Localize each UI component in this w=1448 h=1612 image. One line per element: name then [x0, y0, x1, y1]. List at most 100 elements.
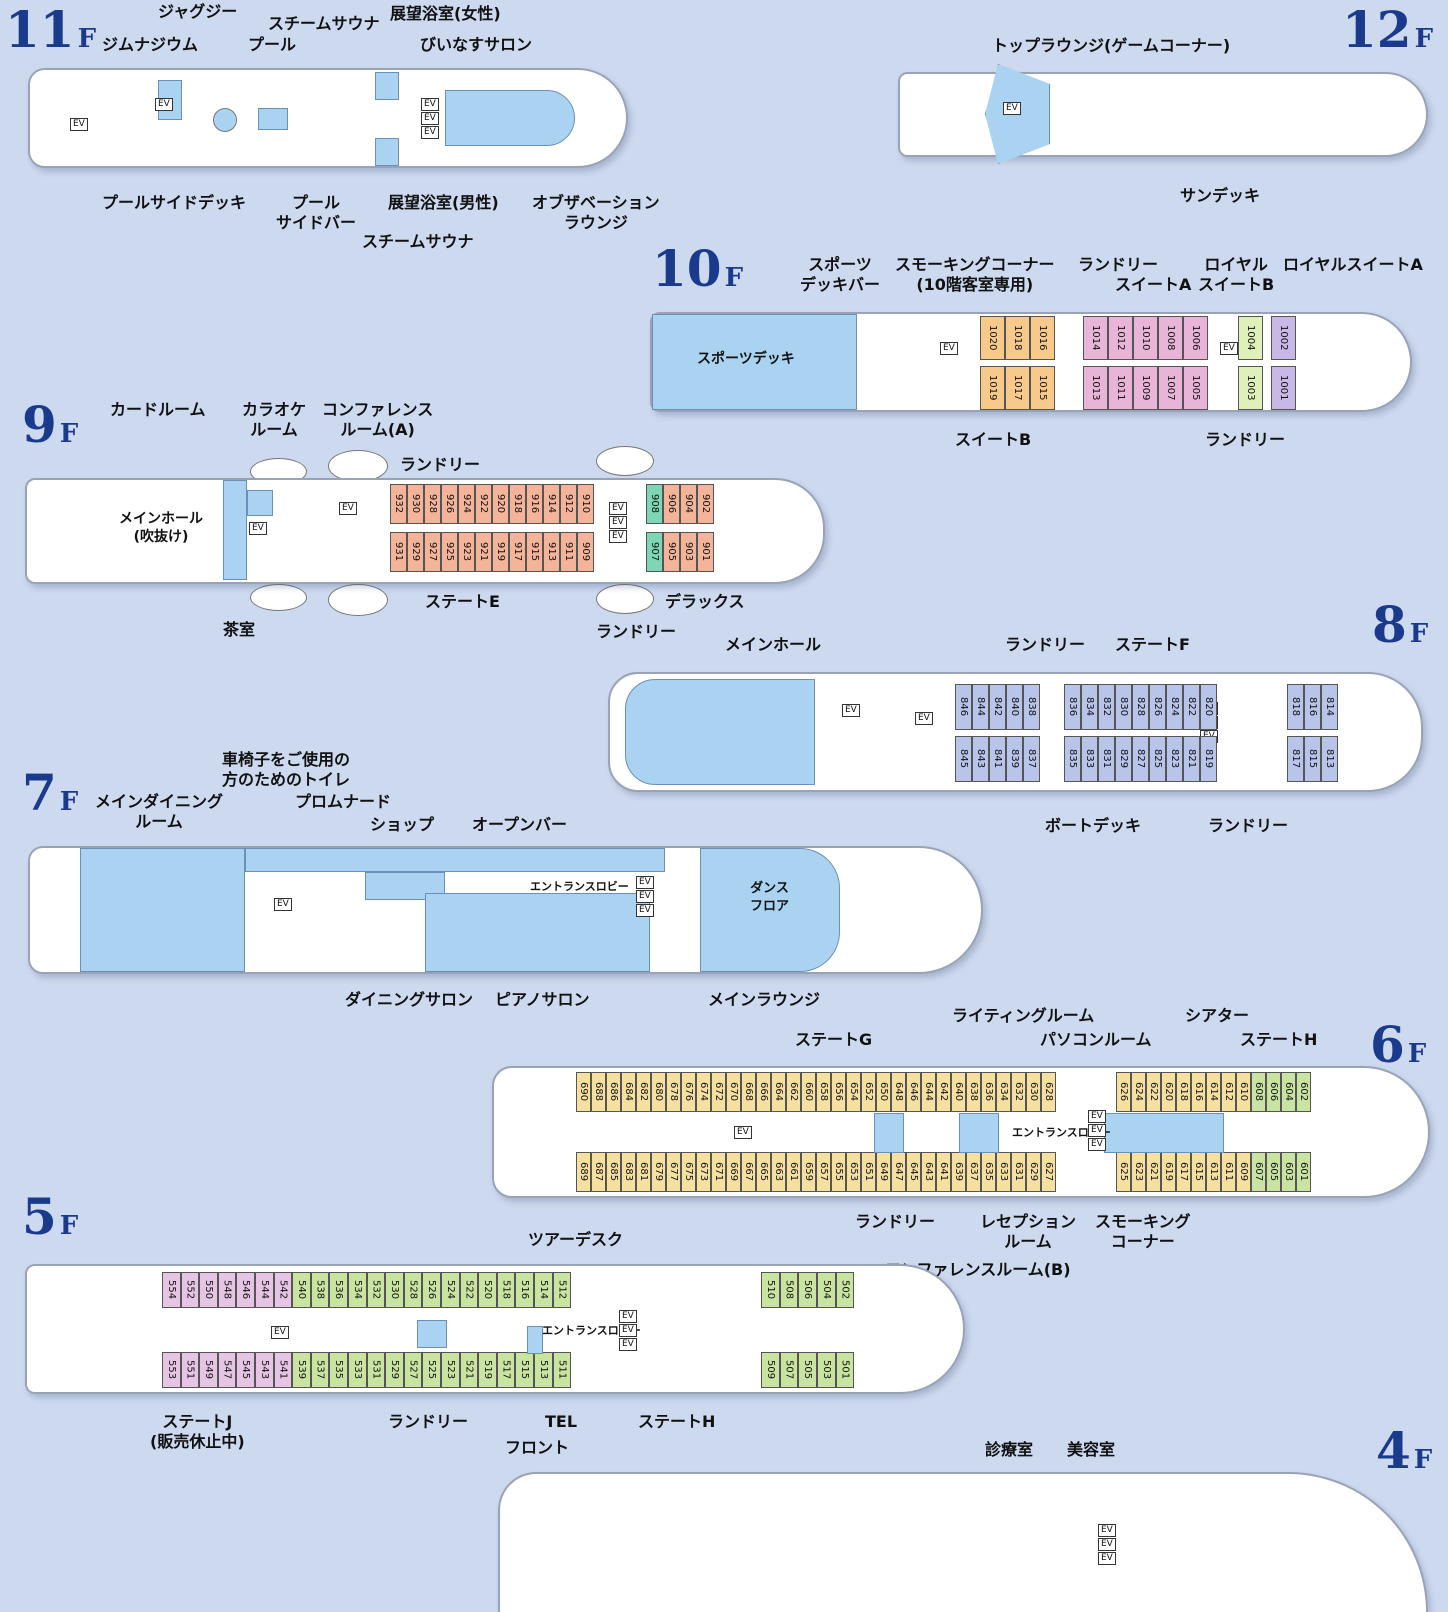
cabin-823: 823	[1166, 736, 1183, 782]
cabin-649: 649	[876, 1152, 891, 1192]
cabin-680: 680	[651, 1072, 666, 1112]
cabin-646: 646	[906, 1072, 921, 1112]
label-laundry-10-top: ランドリー	[1078, 255, 1159, 274]
cabin-510: 510	[761, 1272, 780, 1308]
cabin-553: 553	[162, 1352, 181, 1388]
front-area	[527, 1326, 543, 1354]
cabin-829: 829	[1115, 736, 1132, 782]
laundry-area-5	[417, 1320, 447, 1348]
cabin-921: 921	[475, 532, 492, 572]
label-suite-a: スイートA	[1115, 275, 1192, 294]
main-dining-area	[80, 848, 245, 972]
cabin-642: 642	[936, 1072, 951, 1112]
cabin-620: 620	[1161, 1072, 1176, 1112]
elevator-icon: EV	[619, 1338, 637, 1351]
cabin-688: 688	[591, 1072, 606, 1112]
cabin-685: 685	[606, 1152, 621, 1192]
cabin-637: 637	[966, 1152, 981, 1192]
label-shop: ショップ	[370, 815, 435, 834]
cabin-659: 659	[801, 1152, 816, 1192]
cabin-827: 827	[1132, 736, 1149, 782]
cabin-625: 625	[1116, 1152, 1131, 1192]
elevator-icon: EV	[636, 904, 654, 917]
cabin-929: 929	[407, 532, 424, 572]
elevator-icon: EV	[421, 126, 439, 139]
cabin-615: 615	[1191, 1152, 1206, 1192]
cabin-668: 668	[741, 1072, 756, 1112]
cabin-522: 522	[459, 1272, 479, 1308]
elevator-icon: EV	[70, 118, 88, 131]
cabin-544: 544	[255, 1272, 274, 1308]
cabin-682: 682	[636, 1072, 651, 1112]
cabin-521: 521	[459, 1352, 479, 1388]
cabin-619: 619	[1161, 1152, 1176, 1192]
label-smoking-10: スモーキングコーナー (10階客室専用)	[895, 255, 1055, 294]
tea-room-area	[223, 480, 247, 580]
main-hall-area	[625, 679, 815, 785]
main-hall-text: メインホール (吹抜け)	[119, 511, 203, 545]
cabin-1016: 1016	[1030, 316, 1055, 360]
cabin-653: 653	[846, 1152, 861, 1192]
cabin-838: 838	[1023, 684, 1040, 730]
cabin-512: 512	[552, 1272, 572, 1308]
cabin-543: 543	[255, 1352, 274, 1388]
label-deluxe: デラックス	[665, 592, 745, 611]
cabin-1011: 1011	[1108, 366, 1133, 410]
cabin-538: 538	[310, 1272, 330, 1308]
cabin-658: 658	[816, 1072, 831, 1112]
cabin-1018: 1018	[1005, 316, 1030, 360]
cabin-529: 529	[385, 1352, 404, 1388]
cabin-501: 501	[835, 1352, 855, 1388]
cabin-535: 535	[329, 1352, 348, 1388]
cabin-1009: 1009	[1133, 366, 1158, 410]
cabin-539: 539	[292, 1352, 311, 1388]
elevator-icon: EV	[421, 98, 439, 111]
cabin-628: 628	[1041, 1072, 1056, 1112]
cabin-551: 551	[180, 1352, 200, 1388]
conference-b-area	[959, 1113, 999, 1153]
cabin-833: 833	[1081, 736, 1098, 782]
salon-area	[445, 90, 575, 146]
cabin-612: 612	[1221, 1072, 1236, 1112]
cabin-1007: 1007	[1158, 366, 1183, 410]
main-lounge-area	[700, 848, 840, 972]
theater-area	[1104, 1113, 1224, 1153]
cabin-843: 843	[972, 736, 989, 782]
label-laundry-8-bottom: ランドリー	[1208, 816, 1289, 835]
cabin-671: 671	[711, 1152, 726, 1192]
label-theater: シアター	[1185, 1006, 1250, 1025]
bath-female-area	[375, 72, 399, 100]
cabin-610: 610	[1236, 1072, 1251, 1112]
cabin-624: 624	[1131, 1072, 1146, 1112]
label-main-lounge: メインラウンジ	[708, 990, 821, 1009]
cabin-686: 686	[606, 1072, 621, 1112]
cabin-1006: 1006	[1183, 316, 1208, 360]
cabin-901: 901	[697, 532, 714, 572]
label-laundry-9-top: ランドリー	[400, 455, 481, 474]
label-pool: プール	[248, 35, 297, 54]
cabin-623: 623	[1131, 1152, 1146, 1192]
cabin-919: 919	[492, 532, 509, 572]
elevator-icon: EV	[609, 530, 627, 543]
cabin-831: 831	[1098, 736, 1115, 782]
cabin-508: 508	[779, 1272, 799, 1308]
cabin-644: 644	[921, 1072, 936, 1112]
cabin-648: 648	[891, 1072, 906, 1112]
cabin-516: 516	[515, 1272, 534, 1308]
cabin-548: 548	[217, 1272, 237, 1308]
cabin-541: 541	[273, 1352, 293, 1388]
elevator-icon: EV	[271, 1326, 289, 1339]
cabin-616: 616	[1191, 1072, 1206, 1112]
elevator-icon: EV	[1003, 102, 1021, 115]
cabin-904: 904	[680, 484, 697, 524]
label-steam-sauna-bottom: スチームサウナ	[362, 232, 474, 251]
cabin-618: 618	[1176, 1072, 1191, 1112]
cabin-652: 652	[861, 1072, 876, 1112]
cabin-511: 511	[552, 1352, 572, 1388]
cabin-905: 905	[663, 532, 680, 572]
elevator-icon: EV	[619, 1324, 637, 1337]
